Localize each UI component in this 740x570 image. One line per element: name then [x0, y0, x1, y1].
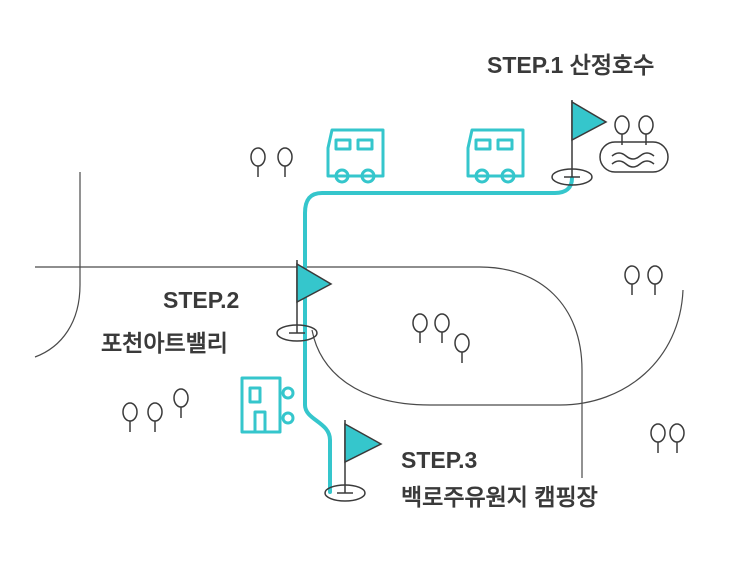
flag-icon — [571, 100, 608, 142]
step2-place: 포천아트밸리 — [101, 330, 228, 356]
step1-label: STEP.1 산정호수 — [487, 52, 655, 78]
tree-icon — [412, 313, 428, 343]
tree-icon — [147, 402, 163, 432]
campervan-icon — [466, 128, 525, 184]
tree-icon — [122, 402, 138, 432]
tree-icon — [277, 147, 293, 177]
roads — [34, 172, 684, 478]
tree-icon — [434, 313, 450, 343]
flag-step2 — [276, 260, 333, 342]
lake-icon — [599, 141, 669, 173]
step2-label: STEP.2 — [163, 287, 240, 313]
tree-icon — [638, 115, 654, 145]
flag-step1 — [551, 100, 608, 186]
tree-icon — [250, 147, 266, 177]
flag-icon — [296, 262, 333, 304]
tree-icon — [624, 265, 640, 295]
flag-icon — [344, 422, 383, 464]
tree-icon — [173, 388, 189, 418]
step3-label: STEP.3 — [401, 447, 478, 473]
tree-icon — [650, 423, 666, 453]
tree-icon — [454, 333, 470, 363]
campervan-icon — [326, 128, 385, 184]
tree-icon — [122, 115, 685, 453]
tree-icon — [669, 423, 685, 453]
route-path — [303, 176, 574, 494]
flag-step3 — [324, 420, 383, 502]
tree-icon — [614, 115, 630, 145]
building-icon — [240, 376, 295, 434]
tree-icon — [647, 265, 663, 295]
step3-place: 백로주유원지 캠핑장 — [401, 484, 598, 510]
